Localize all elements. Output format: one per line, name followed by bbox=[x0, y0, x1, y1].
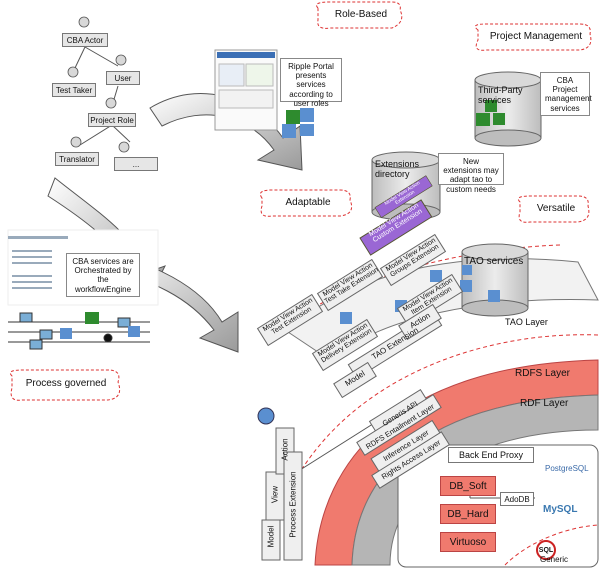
sql-icon: SQL bbox=[536, 540, 556, 560]
extensions-directory-label: Extensions directory bbox=[375, 159, 420, 179]
process-governed-bubble bbox=[9, 369, 121, 401]
db-soft: DB_Soft bbox=[440, 476, 496, 496]
role-project-role: Project Role bbox=[88, 113, 136, 127]
mysql-logo: MySQL bbox=[543, 504, 578, 515]
role-test-taker: Test Taker bbox=[52, 83, 96, 97]
puzzle-piece-icons bbox=[60, 100, 505, 339]
role-based-bubble bbox=[316, 1, 403, 29]
gear-icon bbox=[257, 407, 275, 425]
third-party-cylinder bbox=[474, 71, 542, 147]
note-cba-project: CBA Project management services bbox=[540, 72, 592, 116]
mini-extension-block bbox=[374, 175, 433, 219]
process-view: View bbox=[270, 485, 280, 504]
project-mgmt-bubble bbox=[474, 23, 592, 51]
versatile-bubble bbox=[517, 195, 590, 223]
generic-label: Generic bbox=[540, 555, 569, 564]
role-more: ... bbox=[114, 157, 158, 171]
process-extension-blocks bbox=[261, 427, 303, 561]
virtuoso: Virtuoso bbox=[440, 532, 496, 552]
rdfs-layer-label: RDFS Layer bbox=[515, 368, 571, 379]
callout-process-governed: Process governed bbox=[25, 378, 107, 389]
callout-project-management: Project Management bbox=[489, 31, 583, 42]
flow-arrow-top bbox=[149, 93, 303, 171]
role-translator: Translator bbox=[55, 152, 99, 166]
tao-services-label: TAO services bbox=[464, 256, 524, 267]
workflow-diagram bbox=[8, 312, 150, 350]
adodb: AdoDB bbox=[500, 492, 534, 506]
process-extension-label: Process Extension bbox=[288, 471, 298, 538]
custom-extension-block bbox=[359, 199, 433, 256]
note-new-extensions: New extensions may adapt tao to custom n… bbox=[438, 153, 504, 194]
adaptable-bubble bbox=[259, 189, 353, 217]
callout-versatile: Versatile bbox=[536, 203, 576, 214]
back-end-proxy: Back End Proxy bbox=[448, 447, 534, 463]
role-user: User bbox=[106, 71, 140, 85]
generic-dashed-arc bbox=[504, 524, 599, 566]
rdf-layer-label: RDF Layer bbox=[520, 398, 569, 409]
third-party-label: Third-Party services bbox=[478, 85, 523, 105]
note-ripple-portal: Ripple Portal presents services accordin… bbox=[280, 58, 342, 108]
actor-smiley-icons bbox=[67, 16, 130, 153]
callout-role-based: Role-Based bbox=[334, 9, 388, 20]
db-hard: DB_Hard bbox=[440, 504, 496, 524]
tao-layer-label: TAO Layer bbox=[505, 317, 548, 327]
postgresql-logo: PostgreSQL bbox=[545, 464, 589, 473]
note-workflow: CBA services are Orchestrated by the wor… bbox=[66, 253, 140, 297]
process-model: Model bbox=[266, 525, 276, 548]
role-cba-actor: CBA Actor bbox=[62, 33, 108, 47]
ripple-portal-screenshot bbox=[214, 49, 278, 131]
callout-adaptable: Adaptable bbox=[285, 197, 331, 208]
